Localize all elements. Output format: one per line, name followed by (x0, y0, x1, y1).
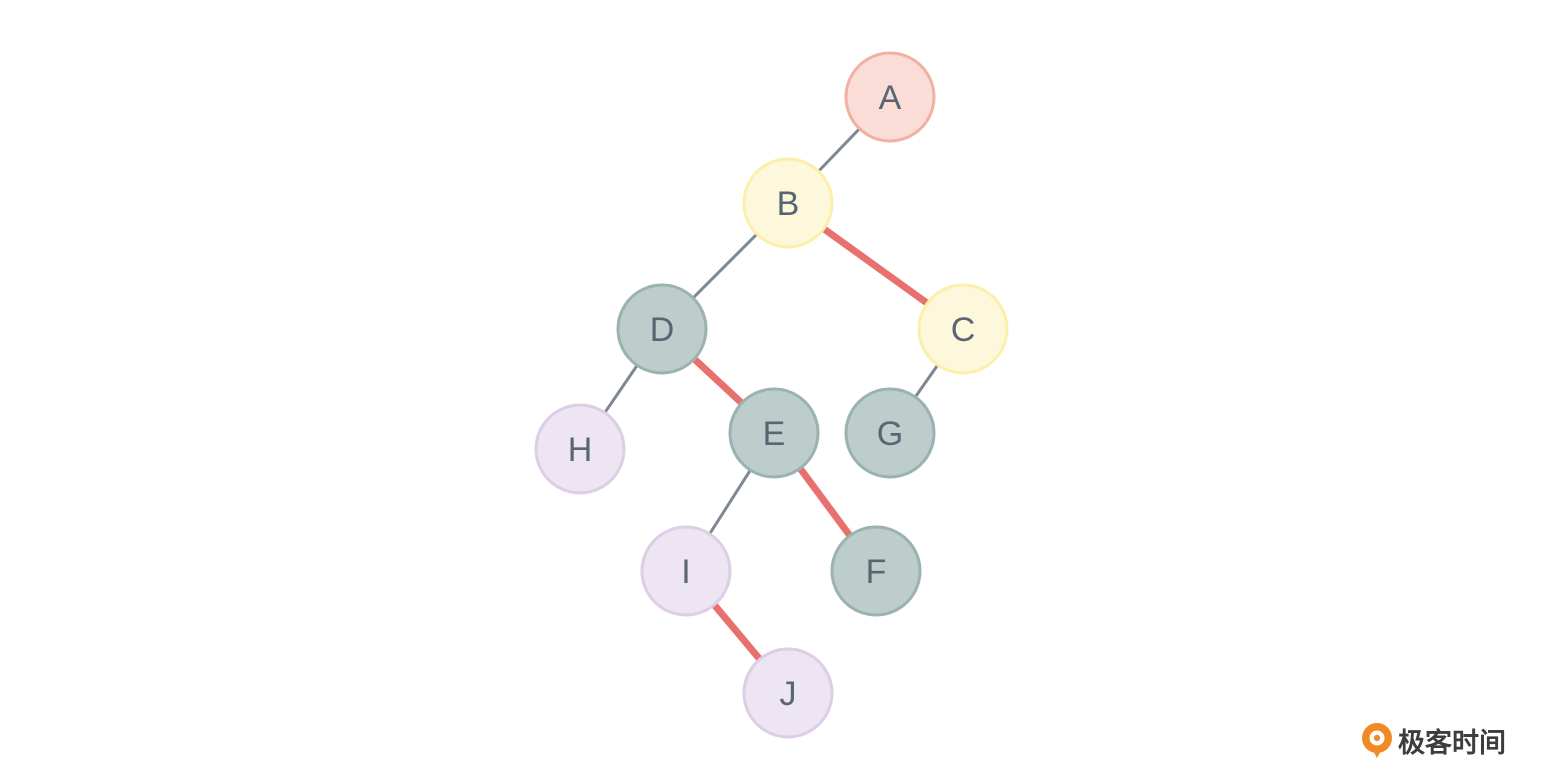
node-label: E (763, 415, 786, 453)
tree-node-b: B (742, 157, 834, 249)
tree-node-j: J (742, 647, 834, 739)
node-label: B (777, 185, 800, 223)
tree-node-f: F (830, 525, 922, 617)
node-circle (844, 387, 936, 479)
tree-node-g: G (844, 387, 936, 479)
nodes-layer: A B C D E F G H I J (534, 51, 1009, 739)
tree-node-h: H (534, 403, 626, 495)
node-circle (742, 157, 834, 249)
node-circle (742, 647, 834, 739)
node-circle (640, 525, 732, 617)
tree-node-i: I (640, 525, 732, 617)
node-circle (830, 525, 922, 617)
brand-logo: 极客时间 (1360, 720, 1506, 760)
brand-text: 极客时间 (1398, 727, 1506, 759)
node-circle (616, 283, 708, 375)
tree-node-d: D (616, 283, 708, 375)
geektime-logo-icon (1362, 723, 1392, 758)
edge-a-b (816, 126, 862, 174)
node-label: C (951, 311, 976, 349)
edge-e-f (796, 464, 854, 540)
node-label: F (866, 553, 887, 591)
node-label: G (877, 415, 903, 453)
node-circle (728, 387, 820, 479)
node-label: D (650, 311, 675, 349)
edges-layer (602, 126, 941, 664)
edge-i-j (710, 600, 764, 664)
node-label: I (681, 553, 690, 591)
tree-node-c: C (917, 283, 1009, 375)
edge-c-g (912, 362, 941, 400)
node-circle (534, 403, 626, 495)
node-circle (917, 283, 1009, 375)
edge-b-c (820, 224, 931, 308)
edge-b-d (690, 231, 760, 301)
tree-node-e: E (728, 387, 820, 479)
node-label: H (568, 431, 593, 469)
edge-d-e (690, 355, 746, 407)
edge-e-i (707, 467, 753, 537)
edge-d-h (602, 362, 640, 416)
node-label: A (879, 79, 902, 117)
node-label: J (780, 675, 797, 713)
tree-node-a: A (844, 51, 936, 143)
node-circle (844, 51, 936, 143)
